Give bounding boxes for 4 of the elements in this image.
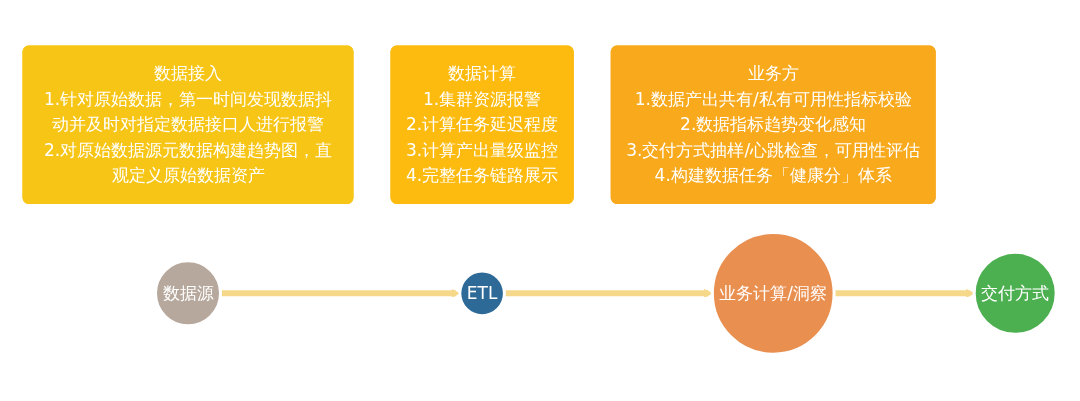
arrow bbox=[834, 288, 975, 298]
node-circle: ETL bbox=[458, 269, 506, 318]
arrow bbox=[504, 288, 713, 298]
node-circle: 交付方式 bbox=[972, 250, 1058, 336]
